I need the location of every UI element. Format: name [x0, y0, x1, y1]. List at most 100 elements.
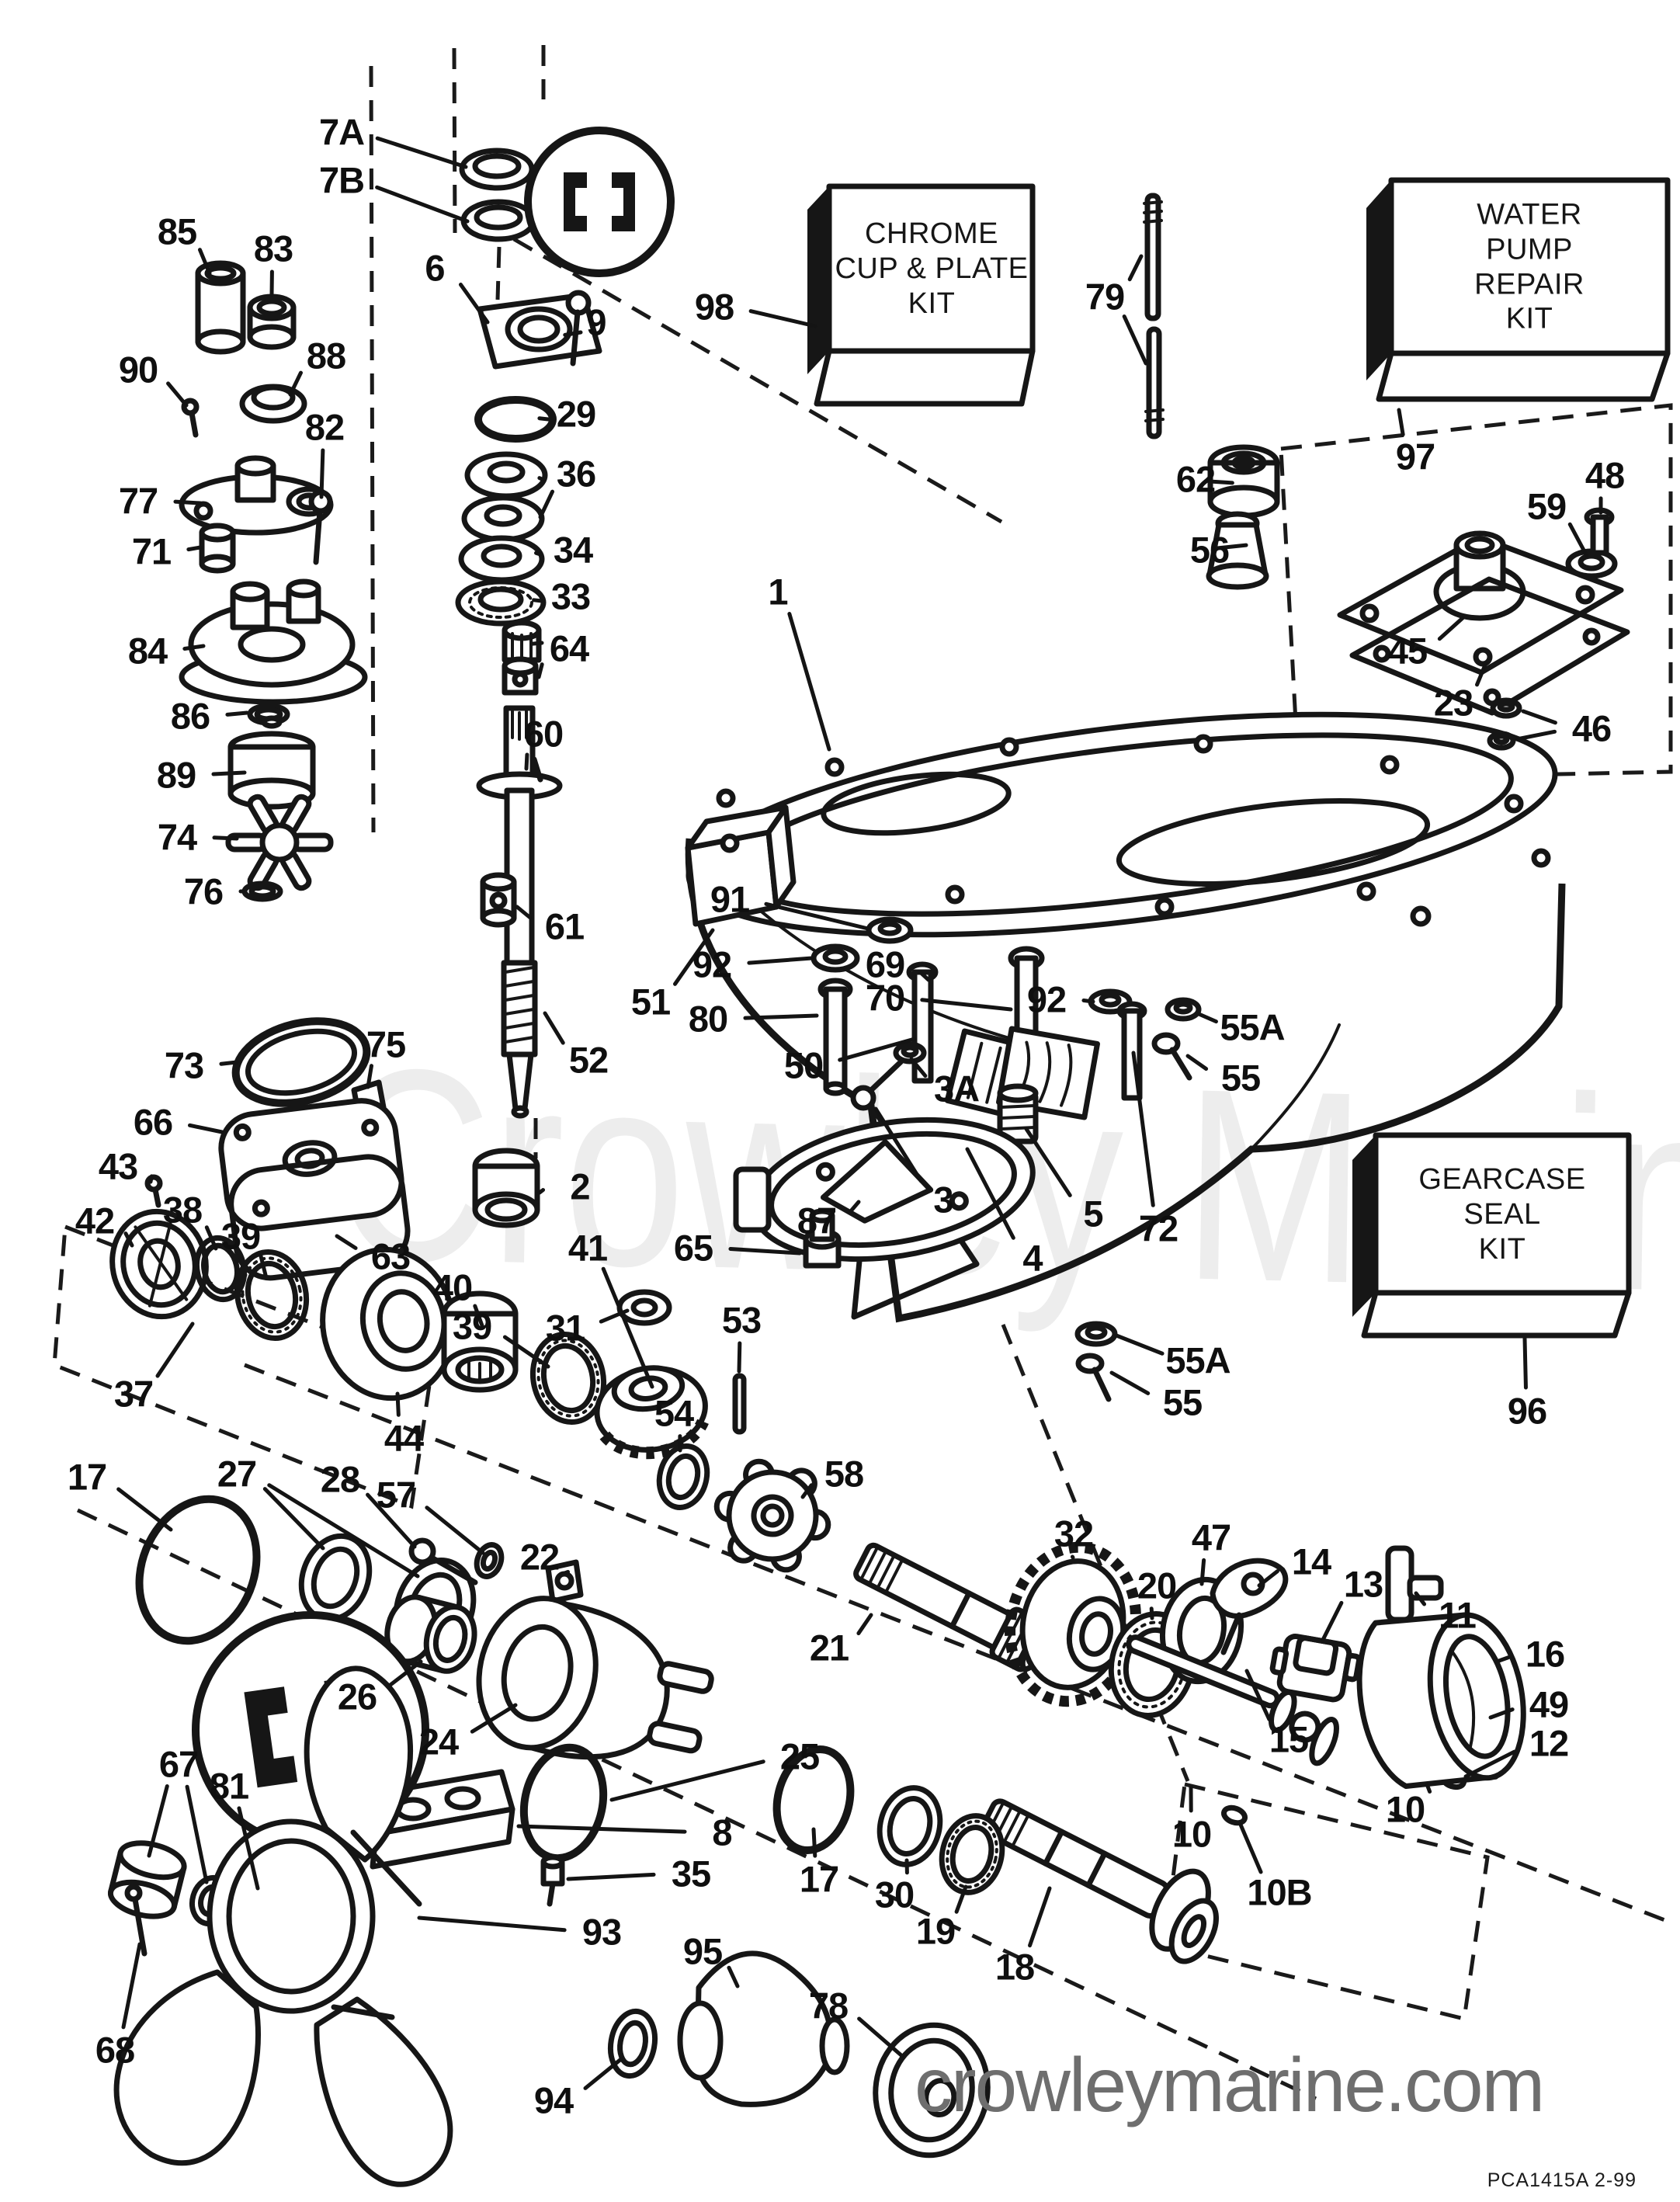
part-label-18: 18 [994, 1946, 1035, 1988]
part-label-30: 30 [874, 1874, 915, 1915]
pump-base-parts [1143, 193, 1630, 751]
leader-lines [116, 136, 1603, 2090]
part-label-85: 85 [157, 210, 197, 252]
part-label-83: 83 [253, 227, 293, 269]
kit-box-water-pump-label: WATER PUMP REPAIR KIT [1474, 198, 1585, 335]
part-label-67: 67 [158, 1743, 199, 1785]
part-label-6: 6 [425, 247, 445, 289]
detail-inset-circle [524, 127, 675, 277]
propeller [113, 1665, 453, 2187]
part-label-10: 10 [1385, 1788, 1425, 1830]
part-label-89: 89 [156, 754, 196, 796]
part-label-25: 25 [779, 1735, 820, 1777]
part-label-74: 74 [157, 816, 197, 858]
part-label-47: 47 [1191, 1516, 1231, 1558]
drawing-code: PCA1415A 2-99 [1487, 2169, 1637, 2191]
part-label-84: 84 [127, 630, 168, 672]
site-logo: crowleymarine.com [915, 2042, 1545, 2127]
part-label-40: 40 [432, 1266, 473, 1308]
part-label-36: 36 [556, 453, 596, 495]
prop-shaft-aft-parts [656, 1373, 1526, 1964]
part-label-2: 2 [570, 1165, 590, 1207]
gearcase-hardware [685, 804, 1202, 1402]
part-label-72: 72 [1138, 1207, 1178, 1249]
part-label-23: 23 [1433, 682, 1473, 724]
part-label-17: 17 [67, 1456, 107, 1498]
part-label-42: 42 [75, 1200, 115, 1242]
part-label-33: 33 [550, 575, 591, 617]
part-label-8: 8 [712, 1811, 732, 1853]
part-label-9: 9 [586, 301, 606, 343]
part-label-44: 44 [384, 1417, 424, 1459]
part-label-24: 24 [418, 1721, 459, 1763]
part-label-50: 50 [783, 1044, 824, 1086]
part-label-93: 93 [581, 1911, 622, 1953]
part-label-10: 10 [1171, 1813, 1212, 1855]
part-label-92: 92 [1026, 978, 1067, 1020]
part-label-62: 62 [1175, 458, 1216, 500]
part-label-3: 3 [933, 1179, 953, 1221]
part-label-1: 1 [768, 571, 788, 613]
part-label-14: 14 [1291, 1540, 1331, 1582]
part-label-92: 92 [692, 943, 732, 985]
part-label-54: 54 [654, 1392, 694, 1434]
part-label-81: 81 [209, 1765, 249, 1807]
part-label-41: 41 [568, 1227, 608, 1269]
part-label-71: 71 [131, 530, 172, 572]
part-label-66: 66 [133, 1101, 173, 1143]
part-label-75: 75 [366, 1023, 406, 1065]
part-label-34: 34 [553, 529, 593, 571]
part-label-27: 27 [217, 1453, 257, 1495]
part-label-64: 64 [549, 627, 589, 669]
kit-box-gearcase-seal [1352, 1132, 1632, 1339]
part-label-61: 61 [544, 905, 585, 947]
part-label-35: 35 [671, 1853, 711, 1895]
part-label-7A: 7A [318, 111, 365, 153]
part-label-20: 20 [1137, 1565, 1177, 1606]
part-label-58: 58 [824, 1453, 864, 1495]
part-label-45: 45 [1387, 630, 1428, 672]
part-label-49: 49 [1529, 1683, 1569, 1725]
part-label-78: 78 [808, 1985, 849, 2027]
part-label-87: 87 [797, 1200, 837, 1242]
part-label-76: 76 [183, 870, 224, 912]
part-label-13: 13 [1343, 1563, 1383, 1605]
part-label-63: 63 [370, 1235, 411, 1277]
seal-cross-section-icon [564, 172, 635, 231]
part-label-96: 96 [1507, 1390, 1547, 1432]
part-label-37: 37 [113, 1373, 154, 1415]
part-label-68: 68 [95, 2029, 135, 2071]
part-label-48: 48 [1585, 454, 1625, 496]
part-label-16: 16 [1525, 1633, 1565, 1675]
part-label-17: 17 [799, 1858, 839, 1900]
part-label-21: 21 [809, 1627, 849, 1669]
part-label-98: 98 [694, 286, 734, 328]
assembly-guide-lines [52, 45, 1673, 2101]
part-label-22: 22 [519, 1536, 560, 1578]
part-label-5: 5 [1083, 1193, 1103, 1235]
kit-box-water-pump [1366, 177, 1671, 402]
part-label-15: 15 [1269, 1718, 1309, 1760]
part-label-73: 73 [164, 1044, 204, 1086]
part-label-77: 77 [118, 480, 158, 522]
part-label-55A: 55A [1220, 1006, 1285, 1048]
part-label-90: 90 [118, 349, 158, 391]
part-label-19: 19 [915, 1910, 956, 1952]
part-label-86: 86 [170, 695, 210, 737]
kit-box-chrome-label: CHROME CUP & PLATE KIT [835, 217, 1029, 320]
part-label-88: 88 [306, 335, 346, 377]
part-label-53: 53 [721, 1299, 762, 1341]
part-label-95: 95 [682, 1930, 723, 1972]
driveshaft-parts [455, 127, 675, 1119]
part-label-65: 65 [673, 1227, 713, 1269]
part-label-55: 55 [1220, 1057, 1261, 1099]
part-label-28: 28 [320, 1458, 360, 1500]
part-label-4: 4 [1022, 1237, 1043, 1279]
part-label-79: 79 [1085, 276, 1125, 318]
part-label-29: 29 [556, 393, 596, 435]
part-label-32: 32 [1053, 1513, 1094, 1554]
kit-box-chrome [807, 183, 1036, 407]
part-label-56: 56 [1189, 529, 1230, 571]
